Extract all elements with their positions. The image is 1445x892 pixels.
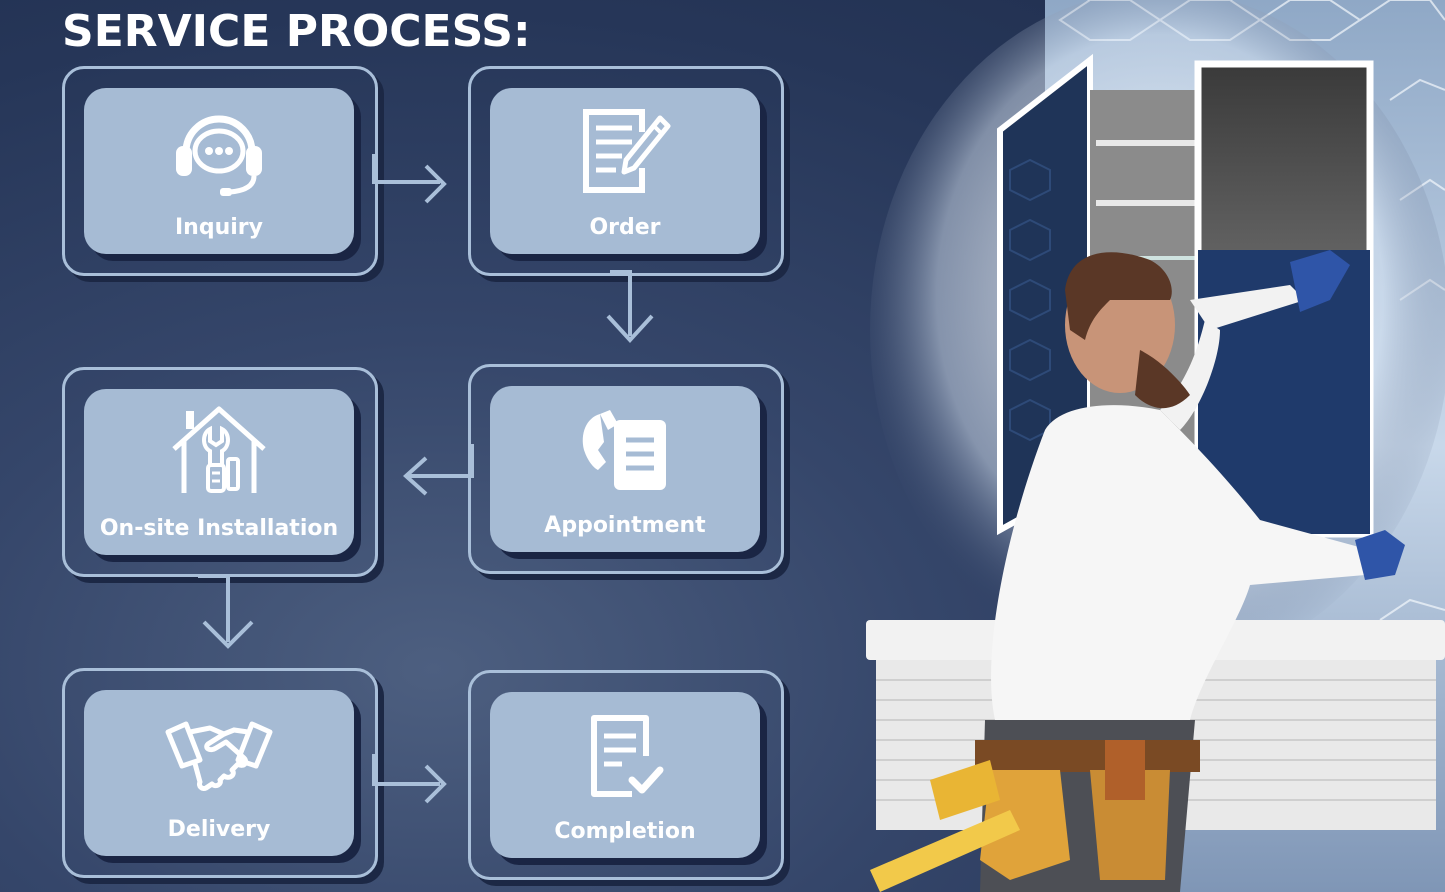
step-card: Completion (490, 692, 760, 858)
step-label: Appointment (544, 513, 706, 538)
arrow-right-delivery-completion (372, 754, 447, 804)
arrow-right-inquiry-order (372, 154, 447, 204)
document-pen-icon (583, 109, 671, 193)
step-label: Completion (554, 819, 696, 844)
step-label: Delivery (167, 817, 271, 842)
page-title: SERVICE PROCESS: (62, 6, 531, 57)
arrow-down-order-appointment (606, 270, 654, 343)
step-frame (62, 66, 378, 276)
house-wrench-icon (172, 406, 266, 493)
step-frame (468, 364, 784, 574)
phone-clipboard-icon (582, 410, 666, 490)
handshake-icon (165, 721, 273, 791)
document-check-icon (591, 715, 664, 797)
step-inquiry: Inquiry (62, 66, 378, 276)
step-appointment: Appointment (468, 364, 784, 574)
step-label: On-site Installation (99, 516, 339, 541)
step-installation: On-site Installation (62, 367, 378, 577)
step-card: Order (490, 88, 760, 254)
step-frame (468, 670, 784, 880)
technician-photo (866, 0, 1445, 892)
step-frame (468, 66, 784, 276)
arrow-left-appointment-installation (403, 444, 474, 496)
step-card: On-site Installation (84, 389, 354, 555)
step-frame (62, 668, 378, 878)
step-order: Order (468, 66, 784, 276)
step-card: Inquiry (84, 88, 354, 254)
step-delivery: Delivery (62, 668, 378, 878)
step-card: Delivery (84, 690, 354, 856)
arrow-down-installation-delivery (198, 574, 254, 649)
step-card: Appointment (490, 386, 760, 552)
headset-chat-icon (176, 115, 262, 196)
step-completion: Completion (468, 670, 784, 880)
step-label: Inquiry (175, 215, 263, 240)
step-label: Order (589, 215, 661, 240)
